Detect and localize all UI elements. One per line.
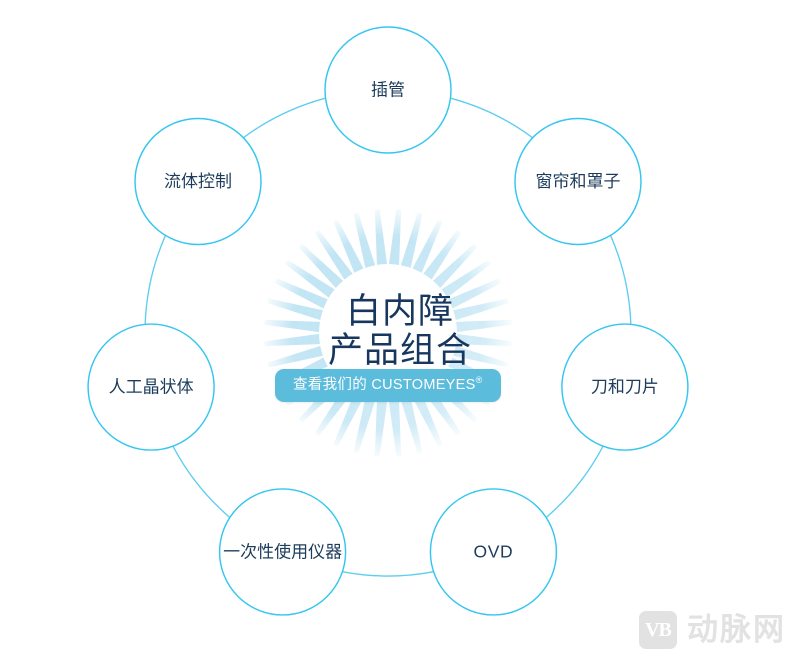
node-intubation[interactable]: 插管 [324, 26, 452, 154]
cta-label: 查看我们的 CUSTOMEYES [293, 377, 476, 393]
sunburst-ray [317, 219, 356, 277]
sunburst-ray [317, 389, 356, 447]
node-circle[interactable] [429, 488, 558, 616]
node-circle[interactable] [324, 26, 452, 154]
node-circle[interactable] [218, 488, 347, 616]
sunburst-decoration [262, 207, 514, 459]
connector-arc [172, 445, 231, 518]
sunburst-ray [262, 302, 324, 323]
node-label: 一次性使用仪器 [223, 541, 342, 561]
node-label: 插管 [371, 80, 405, 99]
customeyes-cta-button[interactable]: 查看我们的 CUSTOMEYES® [275, 369, 501, 402]
sunburst-ray [398, 207, 419, 269]
sunburst-ray [449, 281, 510, 311]
sunburst-ray [300, 231, 346, 283]
sunburst-ray [420, 219, 459, 277]
node-connectors [144, 97, 632, 577]
sunburst-ray [438, 245, 490, 291]
connector-arc [243, 97, 326, 139]
node-label: 流体控制 [164, 172, 232, 191]
connector-arc [610, 235, 632, 325]
node-circle[interactable] [514, 117, 642, 246]
node-knives-blades[interactable]: 刀和刀片 [561, 323, 689, 451]
sunburst-ray [452, 343, 514, 364]
sunburst-ray [410, 394, 440, 455]
sunburst-ray [274, 262, 332, 301]
connector-arc [144, 235, 166, 325]
node-circle[interactable] [87, 323, 215, 451]
sunburst-ray [262, 343, 324, 364]
node-label: 刀和刀片 [591, 378, 659, 397]
sunburst-ray [453, 324, 514, 342]
sunburst-ray [336, 211, 366, 272]
sunburst-ray [398, 397, 419, 459]
sunburst-ray [452, 302, 514, 323]
sunburst-ray [336, 394, 366, 455]
node-fluid-control[interactable]: 流体控制 [134, 117, 262, 246]
sunburst-ray [286, 245, 338, 291]
node-label: 人工晶状体 [109, 378, 194, 397]
node-iol[interactable]: 人工晶状体 [87, 323, 215, 451]
sunburst-ray [266, 281, 327, 311]
node-circle[interactable] [561, 323, 689, 451]
sunburst-inner-circle [319, 264, 457, 402]
sunburst-ray [410, 211, 440, 272]
sunburst-ray [357, 397, 378, 459]
node-label: 窗帘和罩子 [535, 172, 620, 191]
sunburst-ray [379, 398, 397, 459]
connector-arc [450, 97, 533, 139]
connector-arc [342, 571, 434, 577]
sunburst-ray [420, 389, 459, 447]
sunburst-ray [262, 324, 323, 342]
sunburst-ray [379, 207, 397, 268]
node-single-use[interactable]: 一次性使用仪器 [218, 488, 347, 616]
node-ovd[interactable]: OVD [429, 488, 558, 616]
sunburst-ray [430, 231, 476, 283]
node-drapes-covers[interactable]: 窗帘和罩子 [514, 117, 642, 246]
node-label: OVD [474, 542, 514, 562]
sunburst-ray [444, 262, 502, 301]
node-circle[interactable] [134, 117, 262, 246]
connector-arc [545, 445, 604, 518]
sunburst-ray [357, 207, 378, 269]
cta-registered-mark: ® [475, 375, 483, 386]
